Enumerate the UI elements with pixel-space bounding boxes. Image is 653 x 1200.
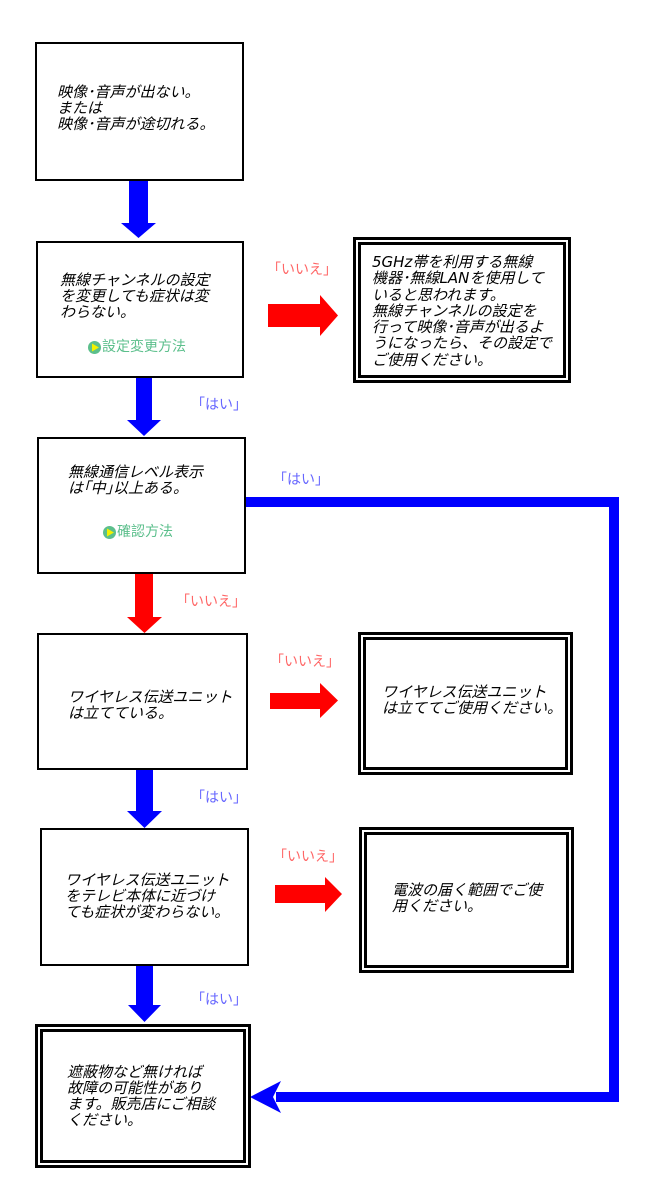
label-yes: 「はい」: [191, 992, 247, 1008]
text-line: ても症状が変わらない。: [65, 903, 230, 921]
question-box-channel: 無線チャンネルの設定 を変更しても症状は変 わらない。 設定変更方法: [36, 241, 244, 378]
arrow-q1-yes-to-q2: [127, 378, 161, 436]
label-yes: 「はい」: [191, 790, 247, 806]
connector-q2-yes-to-end: [246, 497, 619, 1102]
link-label: 確認方法: [117, 524, 173, 540]
text-line: ワイヤレス伝送ユニット: [65, 871, 230, 889]
settings-change-method-link[interactable]: 設定変更方法: [88, 339, 186, 355]
question-text: ワイヤレス伝送ユニット をテレビ本体に近づけ ても症状が変わらない。: [65, 872, 230, 920]
arrow-q3-no-to-result: [270, 683, 338, 718]
text-line: 無線チャンネルの設定を: [372, 301, 537, 320]
result-text: ワイヤレス伝送ユニット は立ててご使用ください。: [382, 684, 562, 716]
text-line: は｢中｣以上ある。: [68, 479, 189, 497]
result-box-stand-unit: ワイヤレス伝送ユニット は立ててご使用ください。: [358, 632, 573, 775]
question-box-signal-level: 無線通信レベル表示 は｢中｣以上ある。 確認方法: [37, 437, 246, 574]
text-line: ワイヤレス伝送ユニット: [382, 683, 547, 701]
text-line: ください。: [67, 1111, 143, 1129]
text-line: ます。販売店にご相談: [67, 1095, 216, 1113]
end-box-possible-failure: 遮蔽物など無ければ 故障の可能性があり ます。販売店にご相談 ください。: [35, 1024, 251, 1168]
question-box-unit-standing: ワイヤレス伝送ユニット は立てている。: [37, 633, 248, 770]
start-text: 映像･音声が出ない。 または 映像･音声が途切れる。: [57, 84, 215, 132]
arrow-q1-no-to-result: [268, 295, 338, 336]
result-text: 遮蔽物など無ければ 故障の可能性があり ます。販売店にご相談 ください。: [67, 1064, 215, 1128]
result-box-5ghz: 5GHz帯を利用する無線 機器･無線LANを使用して いると思われます。 無線チ…: [353, 237, 571, 383]
text-line: ご使用ください。: [372, 350, 493, 369]
text-line: または: [57, 99, 103, 117]
link-label: 設定変更方法: [102, 339, 186, 355]
result-text: 電波の届く範囲でご使 用ください。: [392, 882, 542, 914]
text-line: を変更しても症状は変: [60, 287, 209, 305]
question-text: 無線通信レベル表示 は｢中｣以上ある。: [68, 464, 203, 496]
result-text: 5GHz帯を利用する無線 機器･無線LANを使用して いると思われます。 無線チ…: [372, 254, 552, 368]
text-line: 電波の届く範囲でご使: [392, 881, 543, 899]
arrow-q2-no-to-q3: [127, 574, 162, 633]
arrow-start-to-q1: [121, 181, 156, 238]
start-box: 映像･音声が出ない。 または 映像･音声が途切れる。: [35, 42, 244, 181]
label-no: 「いいえ」: [267, 262, 337, 278]
text-line: わらない。: [60, 303, 136, 321]
text-line: 機器･無線LANを使用して: [372, 269, 544, 288]
arrow-q4-yes-to-end: [128, 966, 161, 1022]
label-no: 「いいえ」: [176, 594, 246, 610]
play-circle-icon: [88, 340, 101, 354]
text-line: 無線通信レベル表示: [68, 463, 204, 481]
text-line: 5GHz帯を利用する無線: [372, 253, 533, 271]
text-line: は立ててご使用ください。: [382, 699, 563, 717]
text-line: 映像･音声が出ない。: [57, 83, 200, 101]
label-no: 「いいえ」: [270, 654, 340, 670]
label-yes: 「はい」: [191, 397, 247, 413]
label-no: 「いいえ」: [273, 849, 343, 865]
text-line: うになったら、その設定で: [372, 334, 553, 353]
text-line: 遮蔽物など無ければ: [67, 1063, 203, 1081]
text-line: をテレビ本体に近づけ: [65, 887, 216, 905]
arrow-q3-yes-to-q4: [127, 770, 162, 828]
question-box-move-closer: ワイヤレス伝送ユニット をテレビ本体に近づけ ても症状が変わらない。: [40, 828, 249, 966]
question-text: 無線チャンネルの設定 を変更しても症状は変 わらない。: [60, 272, 210, 320]
text-line: 故障の可能性があり: [67, 1079, 203, 1097]
text-line: いると思われます。: [372, 285, 505, 304]
text-line: ワイヤレス伝送ユニット: [68, 688, 233, 706]
text-line: 映像･音声が途切れる。: [57, 115, 215, 133]
result-box-signal-range: 電波の届く範囲でご使 用ください。: [359, 827, 574, 973]
text-line: は立てている。: [68, 704, 174, 722]
play-circle-icon: [103, 525, 116, 539]
text-line: 行って映像･音声が出るよ: [372, 318, 544, 337]
text-line: 用ください。: [392, 897, 483, 915]
arrow-q4-no-to-result: [275, 877, 342, 912]
label-yes: 「はい」: [273, 472, 329, 488]
text-line: 無線チャンネルの設定: [60, 271, 210, 289]
question-text: ワイヤレス伝送ユニット は立てている。: [68, 689, 233, 721]
arrowhead-into-end: [250, 1081, 281, 1113]
check-method-link[interactable]: 確認方法: [103, 524, 173, 540]
